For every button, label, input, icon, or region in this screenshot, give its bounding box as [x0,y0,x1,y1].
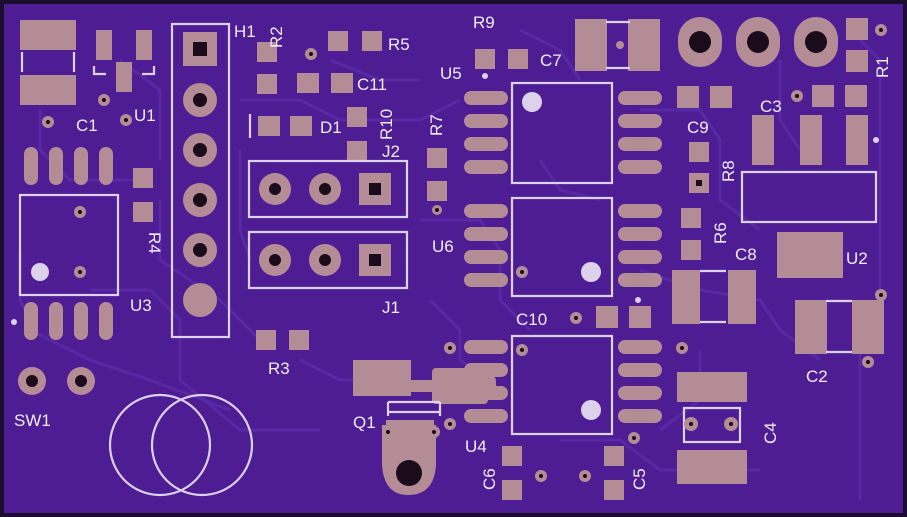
component-r4 [133,168,153,222]
component-c10 [570,306,651,328]
component-c9 [677,86,732,108]
label-u1: U1 [134,106,156,125]
label-c5: C5 [630,468,649,490]
label-r10: R10 [377,109,396,140]
component-r1 [846,18,887,72]
component-sw1 [18,367,95,395]
label-d1: D1 [320,118,342,137]
label-u3: U3 [130,296,152,315]
label-r1: R1 [873,56,892,78]
label-u5: U5 [440,64,462,83]
label-c3: C3 [760,97,782,116]
component-j2 [247,159,409,219]
label-r5: R5 [388,35,410,54]
label-r7: R7 [427,114,446,136]
label-c11: C11 [357,75,387,94]
component-u3 [11,147,120,340]
component-r5 [328,31,382,51]
component-u2 [740,115,879,278]
component-c2 [795,289,887,368]
component-u5 [464,81,662,185]
component-r10 [347,107,367,161]
label-r9: R9 [473,13,495,32]
component-c11 [297,73,353,93]
component-u4 [444,334,688,444]
component-r7 [427,148,447,215]
label-r6: R6 [711,222,730,244]
component-r6 [681,208,701,260]
label-h1: H1 [234,22,256,41]
component-c8 [672,269,756,324]
label-q1: Q1 [353,413,376,432]
label-c10: C10 [516,310,547,329]
label-sw1: SW1 [14,411,51,430]
label-u6: U6 [432,237,454,256]
component-c3 [791,85,867,107]
component-u1 [20,20,156,128]
label-r4: R4 [145,232,164,254]
component-c5 [579,446,624,500]
component-u6 [464,196,662,303]
label-c8: C8 [735,245,757,264]
label-c9: C9 [687,118,709,137]
component-c6 [502,446,547,500]
component-c4 [677,372,747,484]
component-d1 [248,114,312,138]
connector-top-right [678,17,838,67]
component-r8 [689,142,709,193]
component-h1 [170,22,231,339]
label-j2: J2 [382,142,400,161]
label-c4: C4 [761,422,780,444]
component-r9 [475,49,528,79]
component-r3 [256,330,309,350]
component-c7 [575,19,660,71]
label-c2: C2 [806,367,828,386]
label-j1: J1 [382,298,400,317]
label-c6: C6 [480,468,499,490]
buzzer-outline [108,393,254,497]
label-c7: C7 [540,51,562,70]
label-c1: C1 [76,116,98,135]
label-r8: R8 [719,160,738,182]
label-r3: R3 [268,359,290,378]
component-j1 [247,230,409,290]
label-u2: U2 [846,249,868,268]
component-r2 [257,42,317,94]
label-u4: U4 [465,437,487,456]
label-r2: R2 [267,26,286,48]
